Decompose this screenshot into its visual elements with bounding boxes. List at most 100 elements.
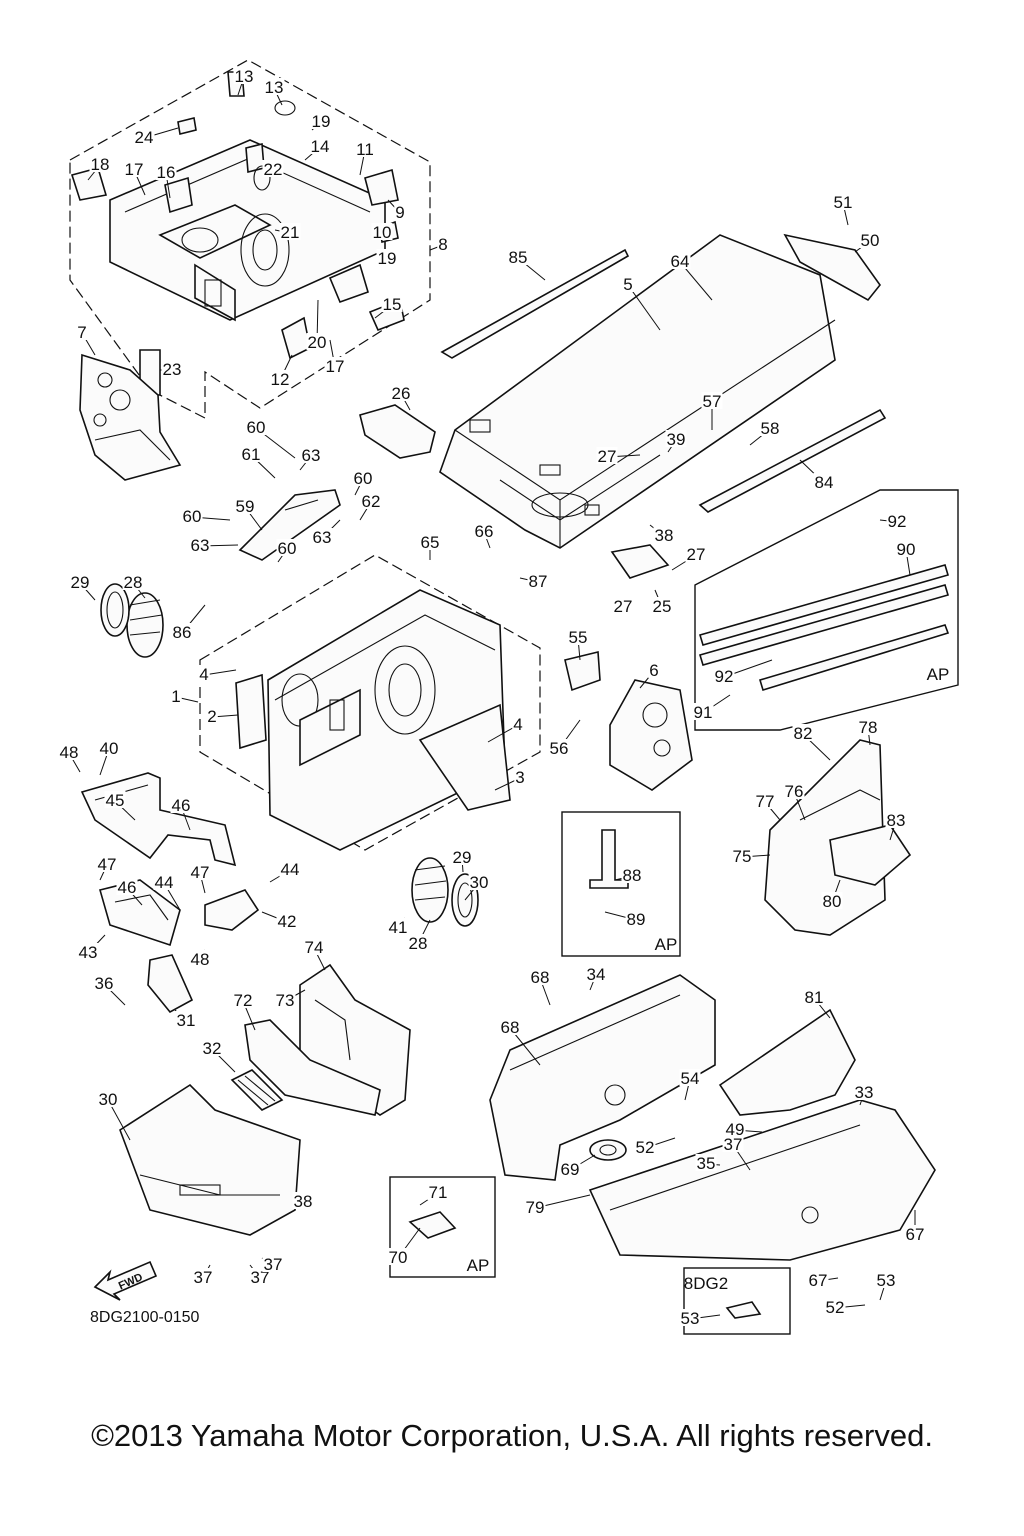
callout-background — [387, 1248, 409, 1265]
callout-background — [104, 791, 126, 808]
copyright-notice: ©2013 Yamaha Motor Corporation, U.S.A. A… — [91, 1418, 933, 1453]
callout-background — [97, 1090, 119, 1107]
callout-13: 13 — [235, 67, 254, 86]
callout-63: 63 — [302, 446, 321, 465]
callout-73: 73 — [276, 991, 295, 1010]
callout-background — [376, 249, 398, 266]
callout-background — [311, 528, 333, 545]
callout-4: 4 — [513, 715, 522, 734]
callout-background — [371, 223, 393, 240]
callout-background — [360, 492, 382, 509]
callout-background — [175, 1011, 197, 1028]
callout-background — [274, 991, 296, 1008]
callout-76: 76 — [785, 782, 804, 801]
callout-41: 41 — [389, 918, 408, 937]
callout-12: 12 — [271, 370, 290, 389]
callout-47: 47 — [191, 863, 210, 882]
callout-background — [807, 1271, 829, 1288]
callout-16: 16 — [157, 163, 176, 182]
callout-83: 83 — [887, 811, 906, 830]
callout-labels: 1234456789101112131314151617171819192021… — [58, 67, 950, 1328]
callout-background — [585, 965, 607, 982]
callout-3: 3 — [515, 768, 524, 787]
callout-background — [89, 155, 111, 172]
callout-60: 60 — [247, 418, 266, 437]
callout-background — [390, 384, 412, 401]
callout-19: 19 — [312, 112, 331, 131]
callout-background — [77, 943, 99, 960]
callout-39: 39 — [667, 430, 686, 449]
callout-37: 37 — [251, 1268, 270, 1287]
callout-background — [233, 67, 255, 84]
callout-background — [133, 128, 155, 145]
callout-background — [685, 545, 707, 562]
callout-40: 40 — [100, 739, 119, 758]
callout-80: 80 — [823, 892, 842, 911]
callout-background — [276, 912, 298, 929]
boot-28-lower — [411, 857, 449, 923]
callout-27: 27 — [687, 545, 706, 564]
diagram-code: 8DG2100-0150 — [90, 1309, 200, 1326]
callout-background — [653, 526, 675, 543]
callout-background — [679, 1309, 701, 1326]
callout-background — [76, 323, 88, 340]
callout-background — [354, 140, 376, 157]
callout-72: 72 — [234, 991, 253, 1010]
callout-background — [625, 910, 647, 927]
callout-1: 1 — [171, 687, 180, 706]
grille-33 — [230, 1069, 284, 1111]
callout-60: 60 — [278, 539, 297, 558]
callout-30: 30 — [99, 1090, 118, 1109]
callout-55: 55 — [569, 628, 588, 647]
callout-background — [885, 811, 907, 828]
callout-58: 58 — [761, 419, 780, 438]
callout-7: 7 — [77, 323, 86, 342]
bracket-7 — [79, 353, 182, 481]
callout-background — [122, 573, 144, 590]
callout-82: 82 — [794, 724, 813, 743]
group-outline-8 — [69, 59, 431, 419]
callout-background — [123, 160, 145, 177]
inset-box-ap-90-92 — [694, 489, 959, 731]
callout-54: 54 — [681, 1069, 700, 1088]
bracket-59 — [238, 489, 341, 561]
callout-34: 34 — [587, 965, 606, 984]
fwd-arrow-icon — [93, 1260, 158, 1301]
callout-background — [263, 78, 285, 95]
callout-44: 44 — [281, 860, 300, 879]
callout-background — [292, 1192, 314, 1209]
cover-72 — [244, 1019, 381, 1116]
callout-background — [381, 295, 403, 312]
panel-6 — [609, 679, 693, 791]
inset-box-label: AP — [467, 1256, 490, 1275]
callout-background — [548, 739, 570, 756]
callout-background — [387, 918, 409, 935]
callout-28: 28 — [409, 934, 428, 953]
callout-background — [731, 847, 753, 864]
callout-85: 85 — [509, 248, 528, 267]
callout-background — [451, 848, 473, 865]
callout-background — [427, 1183, 449, 1200]
callout-background — [276, 539, 298, 556]
callout-background — [352, 469, 374, 486]
rail-84 — [698, 408, 887, 513]
callout-37: 37 — [724, 1135, 743, 1154]
callout-background — [724, 1120, 746, 1137]
callout-74: 74 — [305, 938, 324, 957]
rail-85 — [440, 248, 630, 359]
callout-background — [754, 792, 776, 809]
inset-box-label: AP — [927, 665, 950, 684]
callout-background — [813, 473, 835, 490]
callout-27: 27 — [614, 597, 633, 616]
callout-background — [514, 768, 526, 785]
bracket-42 — [204, 889, 260, 931]
callout-background — [468, 873, 490, 890]
callout-27: 27 — [598, 447, 617, 466]
callout-background — [857, 718, 879, 735]
ring-69 — [589, 1139, 627, 1161]
callout-56: 56 — [550, 739, 569, 758]
callout-64: 64 — [671, 252, 690, 271]
callout-28: 28 — [124, 573, 143, 592]
callout-29: 29 — [71, 573, 90, 592]
